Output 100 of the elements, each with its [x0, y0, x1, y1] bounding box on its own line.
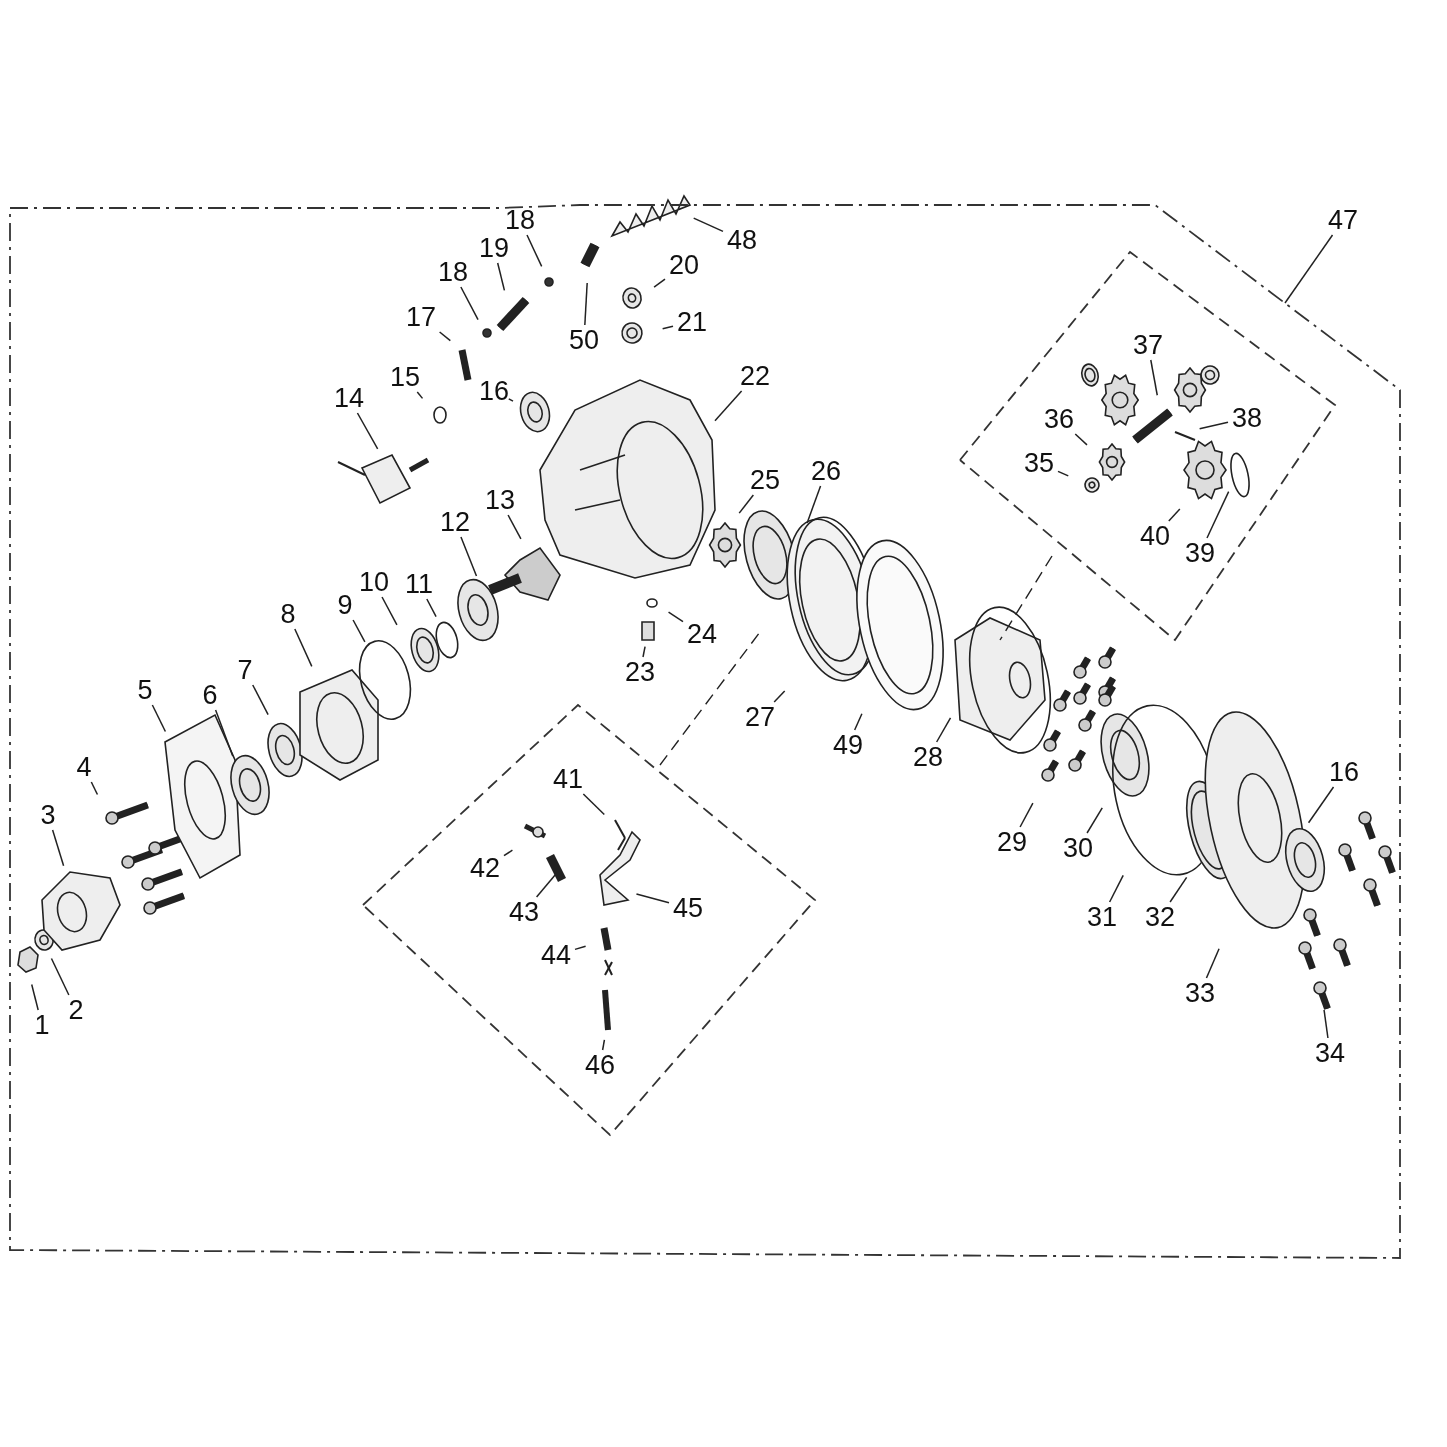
leader-line [1108, 874, 1124, 903]
callout-number: 34 [1311, 1038, 1349, 1068]
callout-number: 6 [199, 680, 221, 710]
callout-number: 38 [1228, 403, 1266, 433]
leader-line [642, 645, 646, 658]
leader-line [252, 684, 269, 716]
leader-line [1168, 508, 1181, 522]
leader-line [574, 945, 587, 951]
leader-line [853, 712, 863, 731]
leader-line [50, 957, 70, 996]
callout-number: 12 [436, 507, 474, 537]
leader-line [1169, 876, 1188, 903]
callout-number: 1 [31, 1010, 53, 1040]
callout-number: 31 [1083, 902, 1121, 932]
leader-line [1150, 359, 1159, 396]
callout-number: 44 [537, 940, 575, 970]
leader-line [507, 514, 522, 540]
callout-number: 46 [581, 1050, 619, 1080]
callout-number: 23 [621, 657, 659, 687]
callout-number: 43 [505, 897, 543, 927]
leader-line [1206, 490, 1230, 539]
callout-number: 3 [37, 800, 59, 830]
leader-line [1284, 234, 1334, 304]
callout-number: 18 [501, 205, 539, 235]
leader-line [503, 849, 514, 857]
leader-line [661, 325, 674, 330]
callout-number: 10 [355, 567, 393, 597]
leader-line [738, 494, 755, 514]
callout-number: 4 [73, 752, 95, 782]
callout-number: 9 [334, 590, 356, 620]
leader-line [356, 412, 379, 450]
callout-number: 49 [829, 730, 867, 760]
leader-line [582, 793, 606, 816]
leader-line [381, 596, 398, 626]
callout-number: 20 [665, 250, 703, 280]
leader-line [1323, 1009, 1329, 1039]
callout-number: 14 [330, 383, 368, 413]
leader-line [1074, 433, 1088, 446]
leader-line [635, 893, 670, 904]
leader-line [667, 611, 684, 623]
leader-line [535, 872, 558, 898]
leader-line [935, 717, 952, 743]
callout-number: 45 [669, 893, 707, 923]
leader-line [508, 398, 514, 402]
callout-number: 22 [736, 361, 774, 391]
callout-number: 30 [1059, 833, 1097, 863]
callout-number: 17 [402, 302, 440, 332]
callout-number: 24 [683, 619, 721, 649]
callout-number: 21 [673, 307, 711, 337]
leader-line [416, 391, 424, 400]
leader-line [294, 628, 313, 668]
leader-line [714, 390, 743, 422]
leader-line [1307, 786, 1335, 824]
callout-number: 16 [475, 376, 513, 406]
callout-number: 13 [481, 485, 519, 515]
callout-number: 16 [1325, 757, 1363, 787]
callout-number: 48 [723, 225, 761, 255]
leader-line [653, 278, 666, 288]
leader-line [460, 536, 478, 577]
leader-line [30, 983, 39, 1011]
callout-number: 2 [65, 995, 87, 1025]
leader-line [496, 262, 506, 292]
leader-line [426, 598, 437, 618]
callout-number: 36 [1040, 404, 1078, 434]
callout-number: 29 [993, 827, 1031, 857]
leader-line [1057, 470, 1070, 477]
leader-line [692, 217, 724, 233]
leader-line [584, 282, 588, 326]
leader-line [526, 234, 543, 268]
callout-number: 19 [475, 233, 513, 263]
callout-number: 50 [565, 325, 603, 355]
leader-line [352, 619, 366, 643]
callout-number: 37 [1129, 330, 1167, 360]
callout-number: 15 [386, 362, 424, 392]
leader-line [1198, 421, 1229, 430]
callout-number: 5 [134, 675, 156, 705]
leader-line [601, 1039, 606, 1051]
callout-number: 40 [1136, 521, 1174, 551]
callout-number: 26 [807, 456, 845, 486]
leader-line [51, 829, 65, 867]
leader-line [214, 709, 234, 757]
leader-line [1086, 807, 1103, 834]
leader-line [1019, 802, 1034, 828]
callout-number: 27 [741, 702, 779, 732]
callout-number: 33 [1181, 978, 1219, 1008]
callout-number: 42 [466, 853, 504, 883]
leader-line [438, 331, 452, 342]
callout-number: 28 [909, 742, 947, 772]
callout-number: 35 [1020, 448, 1058, 478]
leader-line [151, 704, 167, 733]
leader-line [90, 781, 99, 796]
callout-number: 25 [746, 465, 784, 495]
callout-number: 32 [1141, 902, 1179, 932]
callout-number: 18 [434, 257, 472, 287]
callout-number: 8 [277, 599, 299, 629]
callout-number: 39 [1181, 538, 1219, 568]
callout-number: 11 [400, 569, 438, 599]
leader-line [806, 485, 822, 524]
callout-number: 47 [1324, 205, 1362, 235]
leader-line [1205, 948, 1220, 979]
